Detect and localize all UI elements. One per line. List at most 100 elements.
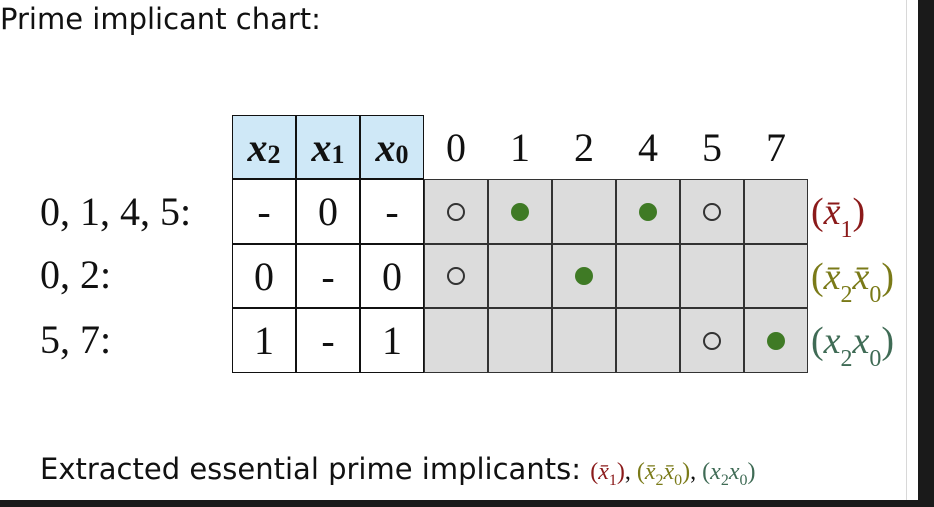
coverage-cell xyxy=(616,179,680,244)
term-var: x xyxy=(728,459,740,485)
coverage-cell xyxy=(552,244,616,308)
header-var: x xyxy=(375,124,396,170)
term-sub: 0 xyxy=(869,281,882,308)
term-var: x̄ xyxy=(823,191,841,233)
coverage-cell xyxy=(488,179,552,244)
window-frame-right xyxy=(918,0,934,507)
term-open: ( xyxy=(702,459,711,485)
coverage-cell xyxy=(680,308,744,373)
term-open: ( xyxy=(811,191,824,233)
coverage-cell xyxy=(424,179,488,244)
open-circle-icon xyxy=(703,331,721,350)
coverage-cell xyxy=(616,308,680,373)
term-label-1: (x̄2x̄0) xyxy=(811,257,894,311)
term-sub: 2 xyxy=(720,471,729,489)
footer-sep: , xyxy=(624,459,637,485)
window-frame-bottom xyxy=(0,500,934,507)
term-sub: 1 xyxy=(608,471,617,489)
minterm-header: 2 xyxy=(574,124,594,170)
header-sub: 0 xyxy=(395,140,409,169)
essential-implicants-line: Extracted essential prime implicants: (x… xyxy=(40,452,755,490)
footer-sep: , xyxy=(690,459,703,485)
minterm-header: 1 xyxy=(510,124,530,170)
footer-term-1: (x̄2x̄0) xyxy=(636,459,691,489)
bit-cell: - xyxy=(360,179,424,244)
open-circle-icon xyxy=(447,267,465,285)
filled-dot-icon xyxy=(511,202,529,221)
term-sub: 2 xyxy=(840,281,853,308)
term-close: ) xyxy=(852,191,866,233)
bit-cell: - xyxy=(296,244,360,308)
bit-cell: - xyxy=(232,179,296,244)
coverage-cell xyxy=(744,308,808,373)
filled-dot-icon xyxy=(575,267,593,285)
term-sub: 0 xyxy=(674,471,683,489)
term-var: x̄ xyxy=(823,256,841,298)
bit-cell: 1 xyxy=(232,308,296,373)
bit-cell: 0 xyxy=(360,244,424,308)
coverage-cell xyxy=(744,244,808,308)
minterm-header: 5 xyxy=(702,124,722,170)
divider-line xyxy=(906,0,907,500)
term-var: x̄ xyxy=(852,256,870,298)
term-open: ( xyxy=(811,320,824,362)
term-sub: 2 xyxy=(655,471,664,489)
open-circle-icon xyxy=(447,202,465,221)
term-sub: 2 xyxy=(840,345,853,372)
row-label-0: 0, 1, 4, 5: xyxy=(40,189,192,234)
filled-dot-icon xyxy=(639,202,657,221)
term-sub: 0 xyxy=(869,345,882,372)
term-var: x xyxy=(710,459,721,485)
coverage-cell xyxy=(616,244,680,308)
row-label-1: 0, 2: xyxy=(40,252,112,297)
header-sub: 1 xyxy=(331,140,345,169)
term-var: x̄ xyxy=(663,459,675,485)
term-open: ( xyxy=(636,459,645,485)
bit-cell: 0 xyxy=(296,179,360,244)
bit-cell: - xyxy=(296,308,360,373)
bit-cell: 1 xyxy=(360,308,424,373)
coverage-cell xyxy=(488,244,552,308)
row-label-2: 5, 7: xyxy=(40,317,112,362)
term-var: x̄ xyxy=(644,459,656,485)
term-close: ) xyxy=(682,459,691,485)
term-open: ( xyxy=(590,459,599,485)
term-sub: 0 xyxy=(739,471,748,489)
footer-text: Extracted essential prime implicants: xyxy=(40,452,591,486)
chart-heading: Prime implicant chart: xyxy=(0,2,321,36)
term-close: ) xyxy=(881,256,895,298)
bit-cell: 0 xyxy=(232,244,296,308)
term-sub: 1 xyxy=(840,216,853,243)
term-label-2: (x2x0) xyxy=(811,321,894,375)
filled-dot-icon xyxy=(767,331,785,350)
footer-term-2: (x2x0) xyxy=(702,459,756,489)
coverage-cell xyxy=(488,308,552,373)
coverage-cell xyxy=(424,244,488,308)
term-var: x xyxy=(823,320,841,362)
coverage-cell xyxy=(552,308,616,373)
coverage-cell xyxy=(680,179,744,244)
term-open: ( xyxy=(811,256,824,298)
header-var: x xyxy=(311,124,332,170)
coverage-cell xyxy=(680,244,744,308)
coverage-cell xyxy=(552,179,616,244)
term-var: x xyxy=(852,320,870,362)
term-close: ) xyxy=(881,320,895,362)
minterm-header: 0 xyxy=(446,124,466,170)
minterm-header: 4 xyxy=(638,124,658,170)
coverage-cell xyxy=(424,308,488,373)
open-circle-icon xyxy=(703,202,721,221)
minterm-header: 7 xyxy=(766,124,786,170)
footer-term-0: (x̄1) xyxy=(590,459,625,489)
header-var: x xyxy=(247,124,268,170)
coverage-cell xyxy=(744,179,808,244)
term-close: ) xyxy=(747,459,756,485)
header-sub: 2 xyxy=(267,140,281,169)
term-close: ) xyxy=(616,459,625,485)
term-var: x̄ xyxy=(598,459,609,485)
term-label-0: (x̄1) xyxy=(811,192,865,246)
